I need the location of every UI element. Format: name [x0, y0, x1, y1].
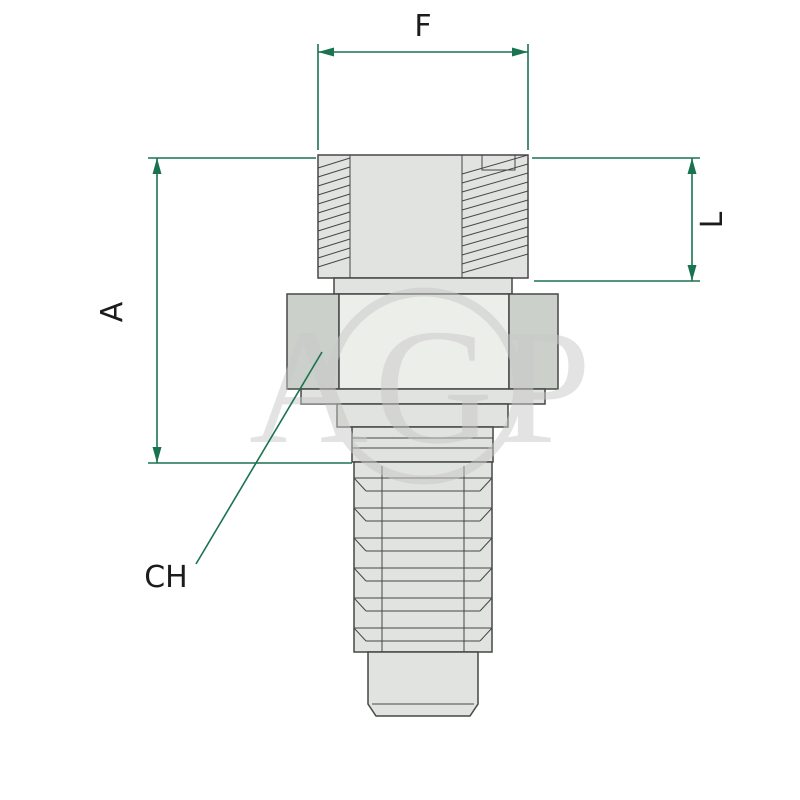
dimension-a: A	[95, 157, 352, 464]
thread-section	[317, 154, 529, 279]
watermark-text: AGP	[249, 295, 597, 478]
callout-ch-label: CH	[144, 560, 188, 595]
thread-hatching	[317, 154, 529, 274]
leader-line	[195, 351, 323, 565]
dimension-l-label: L	[695, 211, 730, 228]
thread-chamfer-detail	[481, 155, 516, 171]
barb-ridges	[353, 477, 493, 642]
dimension-f-label: F	[414, 9, 431, 44]
dimension-f: F	[317, 9, 529, 150]
hose-tail-tube	[367, 651, 479, 717]
arrowhead	[152, 158, 162, 174]
dimension-a-label: A	[95, 301, 130, 322]
callout-ch: CH	[144, 351, 323, 595]
arrowhead	[512, 47, 528, 57]
arrowhead	[687, 158, 697, 174]
arrowhead	[152, 447, 162, 463]
watermark: AGP	[249, 287, 597, 485]
watermark-circle	[325, 287, 523, 485]
arrowhead	[687, 265, 697, 281]
arrowhead	[318, 47, 334, 57]
dimension-l: L	[532, 157, 730, 282]
hose-shank	[353, 461, 493, 653]
